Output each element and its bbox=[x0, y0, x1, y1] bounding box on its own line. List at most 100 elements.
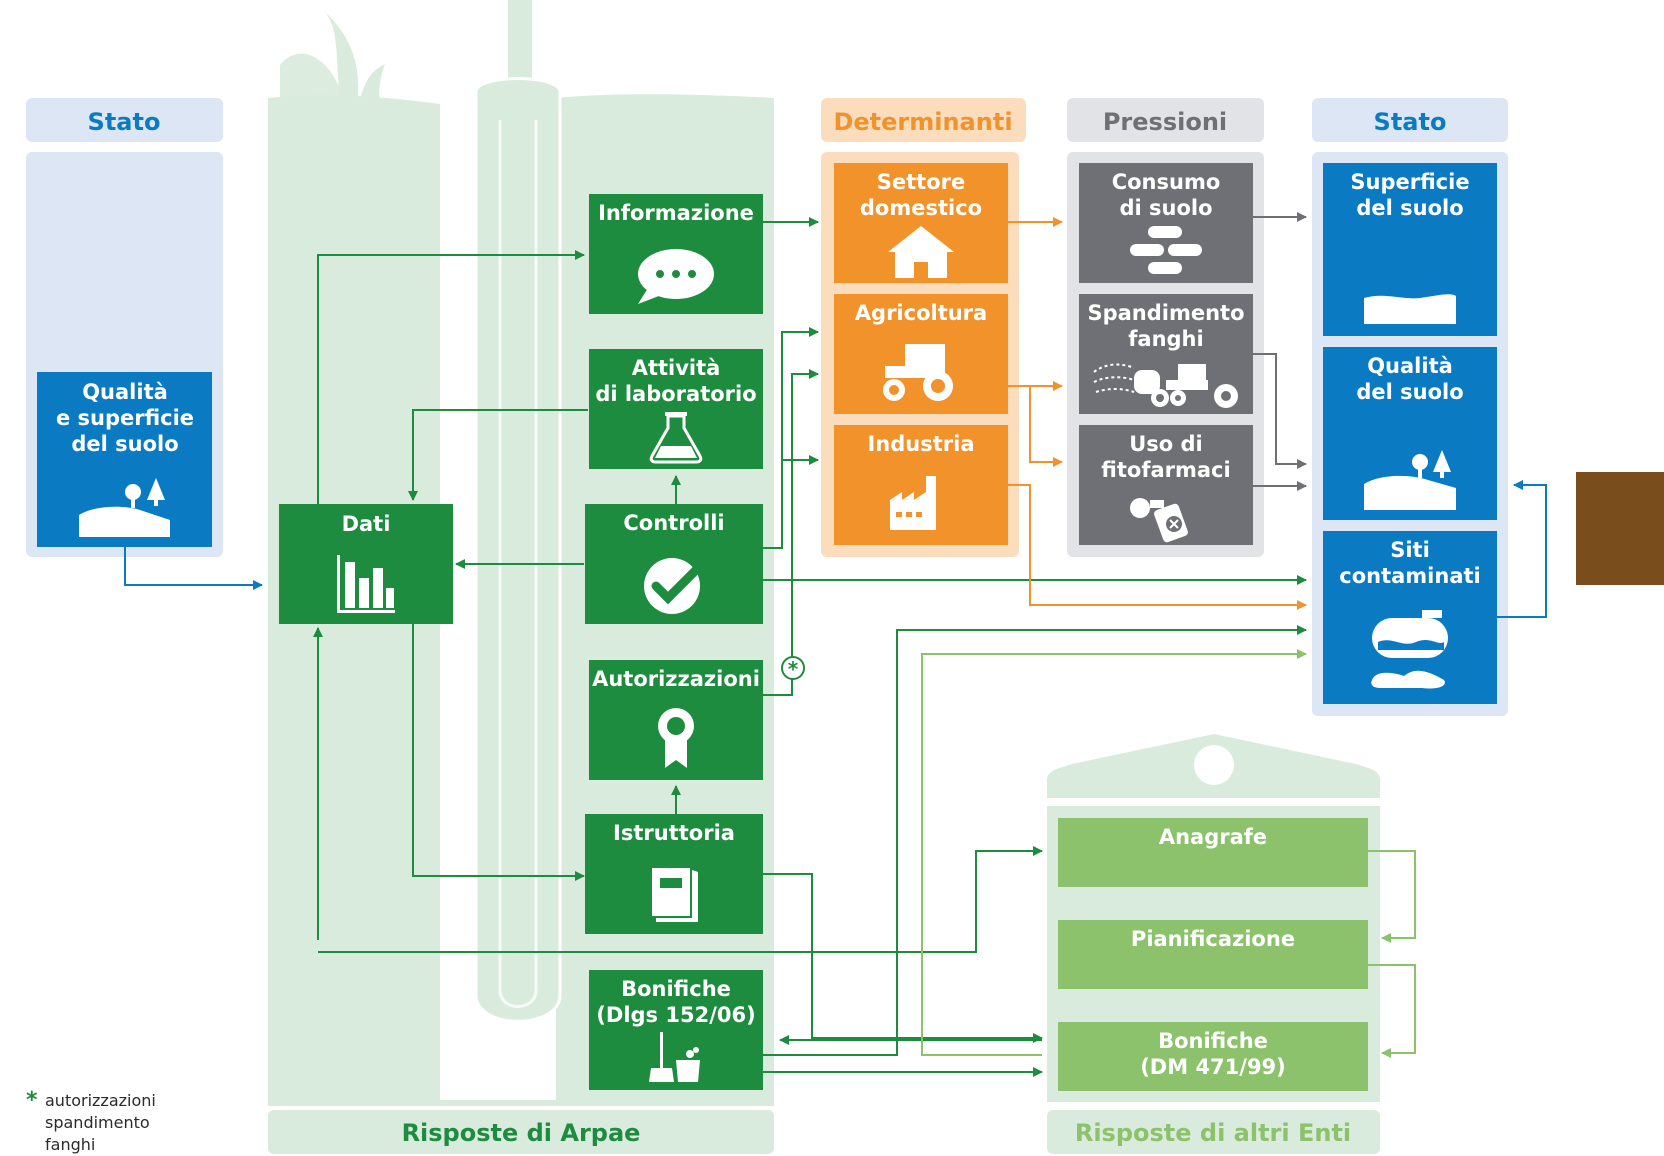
box-uso-line1: Uso di bbox=[1129, 432, 1203, 456]
pressioni-header-bar bbox=[1067, 98, 1264, 142]
box-siti-line1: Siti bbox=[1390, 538, 1430, 562]
arrow-industria-to-siti bbox=[1006, 484, 1307, 610]
speech-bubble-icon bbox=[638, 249, 714, 304]
arrows bbox=[124, 212, 1547, 1077]
arrow-to-anagrafe bbox=[318, 846, 1043, 953]
box-qualita-line2: del suolo bbox=[1356, 380, 1463, 404]
box-bonifiche-arpae-line1: Bonifiche bbox=[621, 977, 731, 1001]
box-qualita-superficie-line3: del suolo bbox=[71, 432, 178, 456]
box-agricoltura: Agricoltura bbox=[834, 294, 1008, 414]
box-industria-label: Industria bbox=[867, 432, 974, 456]
footnote-marker: * bbox=[26, 1088, 38, 1113]
box-spandimento-line2: fanghi bbox=[1128, 327, 1203, 351]
arrow-bonifiche-to-siti bbox=[762, 625, 1307, 1056]
asterisk-marker bbox=[781, 656, 805, 680]
asterisk-marker-symbol: * bbox=[788, 657, 799, 681]
box-informazione: Informazione bbox=[589, 194, 763, 314]
box-istruttoria-label: Istruttoria bbox=[613, 821, 735, 845]
box-settore-line1: Settore bbox=[877, 170, 965, 194]
box-spandimento: Spandimento fanghi bbox=[1079, 294, 1253, 414]
box-attivita-line2: di laboratorio bbox=[595, 382, 756, 406]
arrow-istruttoria-to-bonifiche-enti bbox=[762, 873, 1043, 1043]
box-autorizzazioni-label: Autorizzazioni bbox=[592, 667, 760, 691]
determinanti-header: Determinanti bbox=[833, 108, 1012, 136]
bricks-icon bbox=[1130, 226, 1202, 274]
box-superficie-suolo: Superficie del suolo bbox=[1323, 163, 1497, 336]
altri-enti-footer-label: Risposte di altri Enti bbox=[1075, 1119, 1351, 1147]
box-anagrafe-label: Anagrafe bbox=[1159, 825, 1267, 849]
box-bonifiche-enti: Bonifiche (DM 471/99) bbox=[1058, 1022, 1368, 1091]
stato-right-header: Stato bbox=[1374, 108, 1447, 136]
box-controlli: Controlli bbox=[585, 504, 763, 624]
landscape-tree-icon bbox=[79, 478, 170, 537]
box-dati: Dati bbox=[279, 504, 453, 624]
box-controlli-label: Controlli bbox=[623, 511, 724, 535]
arrow-siti-to-qualita bbox=[1497, 480, 1547, 618]
arrow-spandimento-to-qualita bbox=[1252, 353, 1307, 469]
landscape-tree-icon-right bbox=[1364, 450, 1456, 510]
arrow-anagrafe-to-pianificazione bbox=[1368, 850, 1416, 943]
box-informazione-label: Informazione bbox=[598, 201, 754, 225]
altri-enti-footer-bar bbox=[1047, 1110, 1380, 1154]
box-qualita-superficie-line1: Qualità bbox=[82, 380, 168, 404]
box-uso-fitofarmaci: Uso di fitofarmaci bbox=[1079, 425, 1253, 545]
stato-left-header: Stato bbox=[88, 108, 161, 136]
box-dati-label: Dati bbox=[342, 512, 391, 536]
box-qualita-superficie-line2: e superficie bbox=[56, 406, 194, 430]
box-qualita-superficie: Qualità e superficie del suolo bbox=[37, 372, 212, 547]
box-siti-line2: contaminati bbox=[1339, 564, 1480, 588]
box-attivita: Attività di laboratorio bbox=[589, 349, 763, 469]
box-settore-domestico: Settore domestico bbox=[834, 163, 1008, 283]
stato-right-header-bar bbox=[1312, 98, 1508, 142]
side-tab bbox=[1576, 472, 1664, 585]
box-bonifiche-enti-line2: (DM 471/99) bbox=[1140, 1055, 1286, 1079]
box-consumo-line1: Consumo bbox=[1112, 170, 1221, 194]
pressioni-header: Pressioni bbox=[1103, 108, 1227, 136]
arrow-attivita-to-dati bbox=[408, 409, 588, 501]
tractor-icon bbox=[883, 344, 953, 401]
box-attivita-line1: Attività bbox=[632, 356, 721, 380]
box-bonifiche-arpae-line2: (Dlgs 152/06) bbox=[596, 1003, 755, 1027]
box-siti-contaminati: Siti contaminati bbox=[1323, 531, 1497, 704]
factory-icon bbox=[890, 476, 936, 530]
box-settore-line2: domestico bbox=[860, 196, 982, 220]
pesticide-sprayer-icon bbox=[1130, 498, 1188, 543]
house-icon bbox=[888, 226, 954, 278]
box-qualita-suolo: Qualità del suolo bbox=[1323, 347, 1497, 520]
arrow-controlli-to-agricoltura bbox=[762, 327, 819, 549]
institution-building-icon bbox=[1194, 745, 1234, 785]
box-uso-line2: fitofarmaci bbox=[1101, 458, 1230, 482]
arpae-footer-bar bbox=[268, 1110, 774, 1154]
determinanti-header-bar bbox=[821, 98, 1026, 142]
box-anagrafe: Anagrafe bbox=[1058, 818, 1368, 887]
bar-chart-icon bbox=[337, 555, 395, 613]
flask-icon bbox=[649, 412, 703, 464]
box-superficie-line2: del suolo bbox=[1356, 196, 1463, 220]
arrow-agricoltura-to-fitofarmaci bbox=[1029, 386, 1063, 467]
tractor-spreader-icon bbox=[1093, 363, 1238, 408]
check-circle-icon bbox=[644, 558, 705, 614]
arrow-autorizzazioni-to-agricoltura bbox=[762, 369, 819, 696]
document-folder-icon bbox=[652, 868, 698, 922]
box-pianificazione-label: Pianificazione bbox=[1131, 927, 1295, 951]
box-qualita-line1: Qualità bbox=[1367, 354, 1453, 378]
box-industria: Industria bbox=[834, 425, 1008, 545]
box-superficie-line1: Superficie bbox=[1350, 170, 1469, 194]
soil-surface-icon bbox=[1364, 294, 1456, 324]
box-bonifiche-arpae: Bonifiche (Dlgs 152/06) bbox=[589, 970, 763, 1090]
stato-left-header-bar bbox=[26, 98, 223, 142]
broom-bucket-icon bbox=[649, 1032, 700, 1082]
box-bonifiche-enti-line1: Bonifiche bbox=[1158, 1029, 1268, 1053]
arrow-pianificazione-to-bonifiche bbox=[1368, 964, 1416, 1058]
box-pianificazione: Pianificazione bbox=[1058, 920, 1368, 989]
tank-spill-icon bbox=[1371, 610, 1448, 689]
award-badge-icon bbox=[658, 708, 694, 768]
box-agricoltura-label: Agricoltura bbox=[855, 301, 987, 325]
box-consumo-line2: di suolo bbox=[1119, 196, 1212, 220]
box-istruttoria: Istruttoria bbox=[585, 814, 763, 934]
arrow-enti-to-siti bbox=[921, 649, 1307, 1056]
arrow-dati-to-informazione bbox=[317, 250, 585, 504]
arpae-footer-label: Risposte di Arpae bbox=[402, 1119, 641, 1147]
footnote-text: autorizzazioni spandimento fanghi bbox=[45, 1091, 156, 1154]
